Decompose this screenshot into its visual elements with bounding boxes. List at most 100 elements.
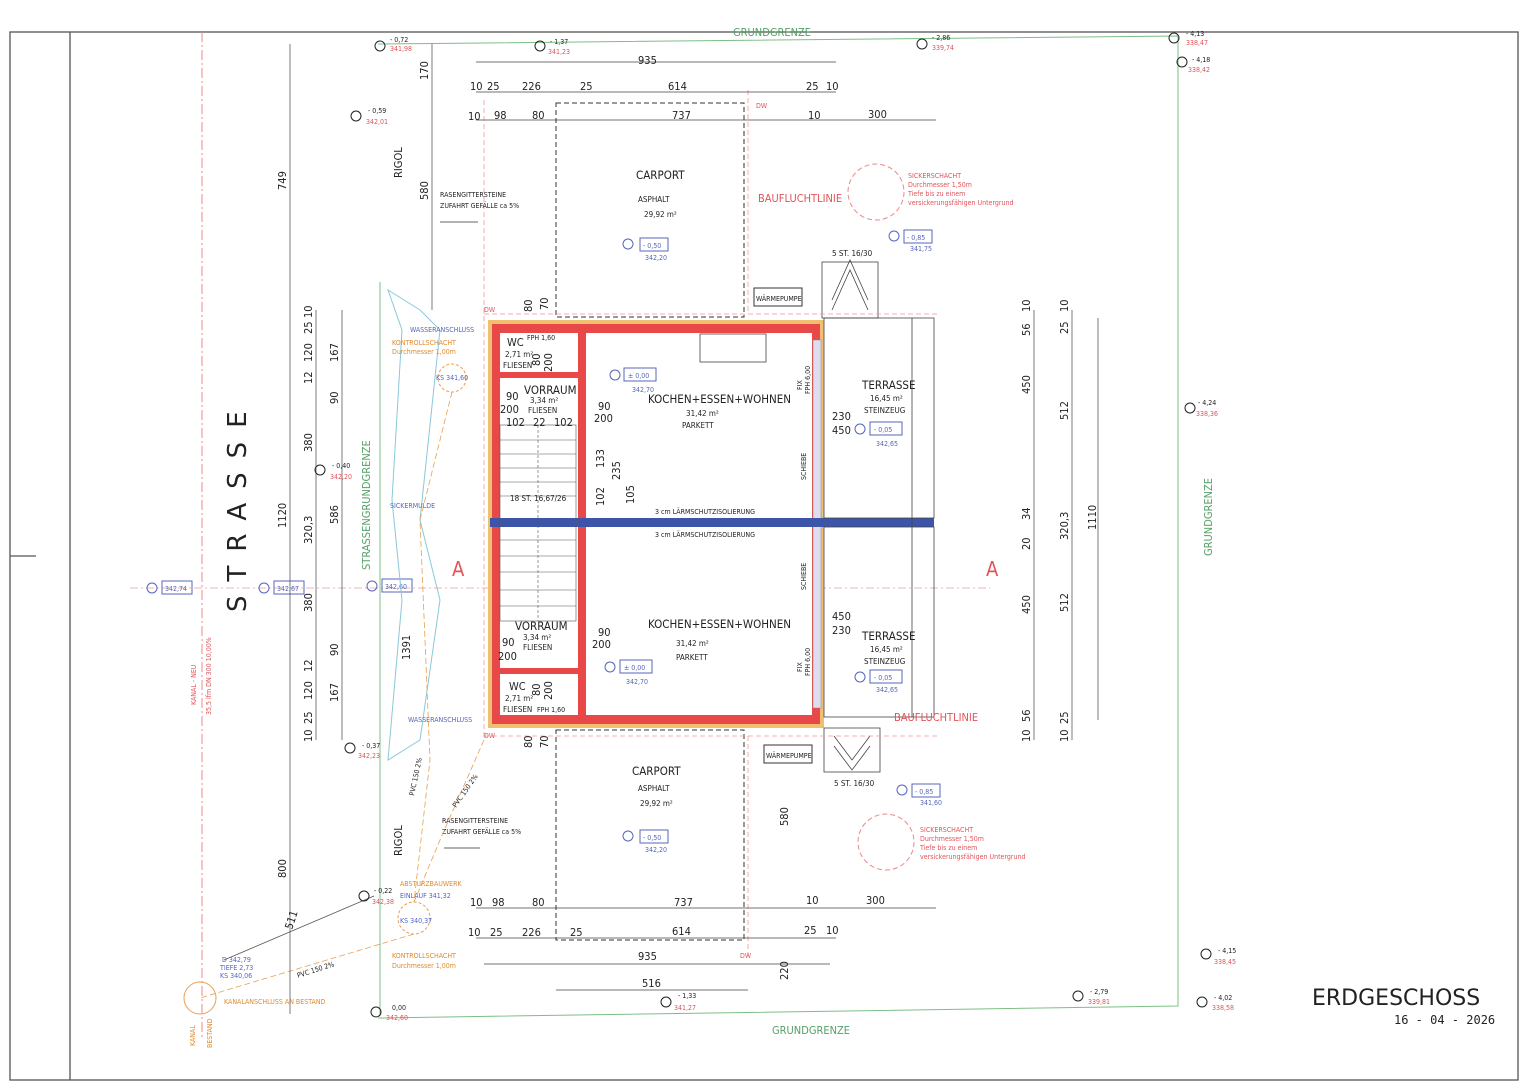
svg-text:10: 10	[826, 924, 839, 937]
svg-text:342,01: 342,01	[366, 118, 388, 126]
svg-text:737: 737	[674, 896, 693, 909]
wasser-bottom: WASSERANSCHLUSS	[408, 716, 472, 724]
fph-top: FPH 6,00	[804, 366, 812, 394]
svg-text:341,98: 341,98	[390, 45, 412, 53]
kanal-neu-label: KANAL - NEU	[190, 664, 198, 705]
vorraum-area: 3,34 m²	[523, 633, 551, 642]
svg-text:226: 226	[522, 926, 541, 939]
svg-text:80: 80	[532, 896, 545, 909]
sickermulde-label: SICKERMULDE	[390, 502, 435, 510]
einlauf: EINLAUF 341,32	[400, 892, 451, 900]
svg-text:10: 10	[1058, 729, 1071, 742]
kanal-bestand-shaft	[183, 981, 217, 1015]
svg-text:90: 90	[506, 390, 519, 403]
svg-text:Durchmesser 1,50m: Durchmesser 1,50m	[908, 181, 972, 189]
svg-text:320,3: 320,3	[1058, 512, 1071, 540]
bestand-label: BESTAND	[206, 1018, 214, 1048]
svg-text:10: 10	[470, 80, 483, 93]
svg-text:10: 10	[1058, 299, 1071, 312]
svg-text:versickerungsfähigen Untergrun: versickerungsfähigen Untergrund	[908, 199, 1013, 207]
carport-level: - 0,50	[643, 242, 661, 250]
heatpump-bottom: WÄRMEPUMPE	[763, 744, 813, 764]
kontroll-bottom-d: Durchmesser 1,00m	[392, 962, 456, 970]
svg-text:300: 300	[868, 108, 887, 121]
svg-text:200: 200	[592, 638, 611, 651]
svg-text:- 0,72: - 0,72	[390, 36, 408, 44]
svg-text:56: 56	[1020, 323, 1033, 336]
sickerschacht-bottom: SICKERSCHACHT Durchmesser 1,50m Tiefe bi…	[857, 813, 1025, 871]
carport-surface: ASPHALT	[638, 195, 670, 204]
svg-text:342,60: 342,60	[386, 1014, 408, 1022]
unit-1-wc: WC 2,71 m² FLIESEN FPH 1,60	[503, 334, 555, 370]
svg-text:226: 226	[522, 80, 541, 93]
leader-511	[223, 895, 375, 961]
tiefe: TIEFE 2,73	[219, 964, 253, 972]
svg-text:98: 98	[492, 896, 505, 909]
street-level-2: 342,67	[258, 580, 305, 595]
carport-name: CARPORT	[636, 168, 685, 182]
wc-fph: FPH 1,60	[537, 706, 565, 714]
svg-text:- 4,13: - 4,13	[1186, 30, 1204, 38]
vorraum-surface: FLIESEN	[528, 406, 557, 415]
svg-text:- 1,37: - 1,37	[550, 38, 568, 46]
svg-text:133: 133	[594, 449, 607, 468]
svg-text:90: 90	[328, 643, 341, 656]
unit-2-vorraum: VORRAUM 3,34 m² FLIESEN	[515, 619, 568, 652]
steps-bottom-label: 5 ST. 16/30	[834, 779, 875, 788]
svg-text:80: 80	[522, 299, 535, 312]
svg-text:800: 800	[276, 859, 289, 878]
kanalanschluss: KANALANSCHLUSS AN BESTAND	[224, 998, 326, 1006]
terrace-level: - 0,05	[874, 674, 892, 682]
svg-text:10: 10	[302, 305, 315, 318]
svg-text:- 0,85: - 0,85	[907, 234, 925, 242]
svg-text:511: 511	[282, 909, 300, 931]
svg-text:25: 25	[806, 80, 819, 93]
svg-text:380: 380	[302, 433, 315, 452]
baufluchtlinie-bottom: BAUFLUCHTLINIE	[894, 711, 978, 724]
svg-text:10: 10	[1020, 729, 1033, 742]
house-walls: 3 cm LÄRMSCHUTZISOLIERUNG 3 cm LÄRMSCHUT…	[488, 320, 934, 728]
svg-text:80: 80	[522, 735, 535, 748]
svg-text:80: 80	[532, 109, 545, 122]
sheet-frame	[9, 31, 1519, 1081]
svg-text:25: 25	[490, 926, 503, 939]
svg-text:10: 10	[468, 110, 481, 123]
svg-text:339,74: 339,74	[932, 44, 954, 52]
fix-bottom: FIX	[796, 662, 804, 672]
wc-area: 2,71 m²	[505, 694, 533, 703]
kontrollschacht-bottom	[397, 901, 431, 935]
rasen-top: RASENGITTERSTEINE	[440, 191, 506, 199]
svg-text:167: 167	[328, 343, 341, 362]
svg-text:120: 120	[302, 681, 315, 700]
svg-text:SICKERSCHACHT: SICKERSCHACHT	[920, 826, 973, 834]
living-abs: 342,70	[632, 386, 654, 394]
svg-text:749: 749	[276, 171, 289, 190]
unit-1-vorraum: VORRAUM 3,34 m² FLIESEN	[524, 383, 577, 415]
svg-text:586: 586	[328, 505, 341, 524]
wc-fph: FPH 1,60	[527, 334, 555, 342]
svg-text:614: 614	[668, 80, 687, 93]
svg-text:102: 102	[554, 416, 573, 429]
street-level-3: 342,60	[366, 578, 413, 593]
svg-text:70: 70	[538, 297, 551, 310]
svg-text:25: 25	[580, 80, 593, 93]
sewer-pipes	[199, 391, 485, 999]
drawing-title: ERDGESCHOSS	[1312, 986, 1480, 1011]
pvc-2: PVC 150 2%	[451, 773, 480, 809]
kontroll-top: KONTROLLSCHACHT	[392, 339, 456, 347]
svg-text:580: 580	[778, 807, 791, 826]
living-name: KOCHEN+ESSEN+WOHNEN	[648, 617, 791, 631]
svg-text:342,23: 342,23	[358, 752, 380, 760]
terrace-abs: 342,65	[876, 440, 898, 448]
svg-text:20: 20	[1020, 537, 1033, 550]
dimension-lines	[289, 44, 1099, 1014]
d-mark: D 342,79	[222, 956, 251, 964]
svg-text:342,60: 342,60	[385, 583, 407, 591]
fph-bottom: FPH 6,00	[804, 648, 812, 676]
svg-text:342,20: 342,20	[330, 473, 352, 481]
svg-text:- 0,22: - 0,22	[374, 887, 392, 895]
svg-text:341,60: 341,60	[920, 799, 942, 807]
terrace-surface: STEINZEUG	[864, 657, 905, 666]
living-name: KOCHEN+ESSEN+WOHNEN	[648, 392, 791, 406]
dimension-texts: 935 10 25 226 25 614 25 10 10 98 80 737 …	[276, 54, 1099, 990]
